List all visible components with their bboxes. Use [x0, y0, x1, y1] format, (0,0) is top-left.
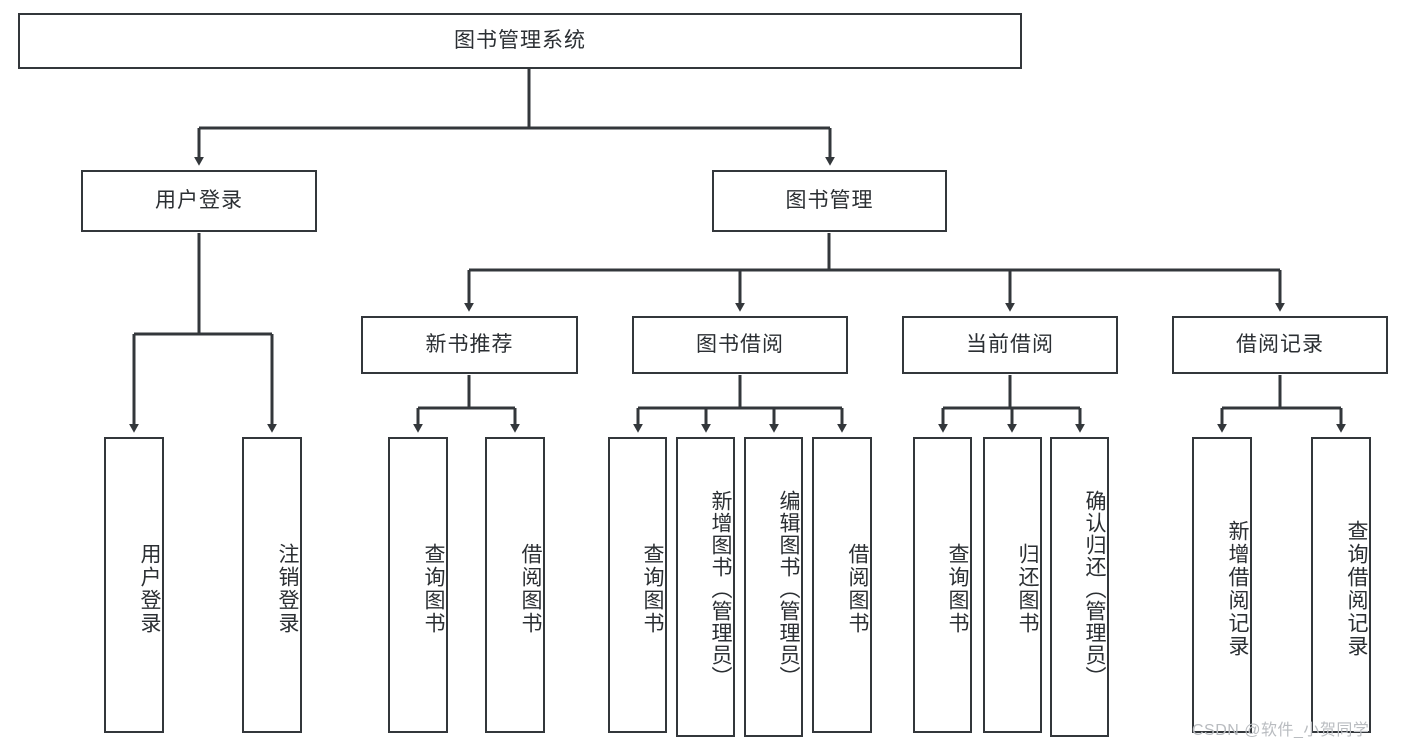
leaf-edit-book-admin[interactable]: 编辑图书（管理员） — [744, 437, 803, 737]
leaf-borrow-book[interactable]: 借阅图书 — [812, 437, 872, 733]
leaf-logout[interactable]: 注销登录 — [242, 437, 302, 733]
leaf-query-book-borrow[interactable]: 查询图书 — [608, 437, 667, 733]
leaf-query-borrow-record[interactable]: 查询借阅记录 — [1311, 437, 1371, 733]
node-user-login[interactable]: 用户登录 — [81, 170, 317, 232]
node-book-borrow[interactable]: 图书借阅 — [632, 316, 848, 374]
leaf-add-book-admin[interactable]: 新增图书（管理员） — [676, 437, 735, 737]
node-root[interactable]: 图书管理系统 — [18, 13, 1022, 69]
node-borrow-records[interactable]: 借阅记录 — [1172, 316, 1388, 374]
leaf-return-book[interactable]: 归还图书 — [983, 437, 1042, 733]
leaf-add-borrow-record[interactable]: 新增借阅记录 — [1192, 437, 1252, 733]
node-current-borrow[interactable]: 当前借阅 — [902, 316, 1118, 374]
leaf-borrow-book-recommend[interactable]: 借阅图书 — [485, 437, 545, 733]
leaf-user-login[interactable]: 用户登录 — [104, 437, 164, 733]
node-new-book-recommend[interactable]: 新书推荐 — [361, 316, 578, 374]
leaf-query-book-recommend[interactable]: 查询图书 — [388, 437, 448, 733]
leaf-confirm-return-admin[interactable]: 确认归还（管理员） — [1050, 437, 1109, 737]
watermark-text: CSDN @软件_小贺同学 — [1192, 722, 1370, 739]
node-book-management[interactable]: 图书管理 — [712, 170, 947, 232]
leaf-query-book-current[interactable]: 查询图书 — [913, 437, 972, 733]
